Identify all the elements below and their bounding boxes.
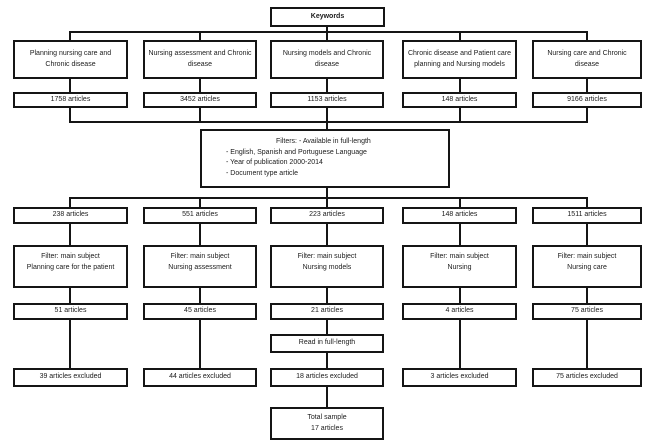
subject-filter-line: Nursing xyxy=(447,263,472,271)
initial-count-label: 9166 articles xyxy=(567,95,607,103)
initial-count-label: 3452 articles xyxy=(180,95,220,103)
keyword-box-1: Planning nursing care and Chronic diseas… xyxy=(13,40,128,79)
keyword-box-4: Chronic disease and Patient care plannin… xyxy=(402,40,517,79)
subject-filter-line: Nursing care xyxy=(567,263,607,271)
subject-count-box-5: 75 articles xyxy=(532,303,642,320)
initial-count-label: 1153 articles xyxy=(307,95,347,103)
subject-filter-line: Nursing assessment xyxy=(168,263,232,271)
subject-filter-box-1: Filter: main subject Planning care for t… xyxy=(13,245,128,288)
excluded-count-label: 3 articles excluded xyxy=(430,373,489,381)
filtered-count-box-5: 1511 articles xyxy=(532,207,642,224)
subject-filter-line: Filter: main subject xyxy=(430,253,489,260)
initial-count-box-4: 148 articles xyxy=(402,92,517,108)
filtered-count-label: 238 articles xyxy=(52,211,89,219)
excluded-box-1: 39 articles excluded xyxy=(13,368,128,387)
keyword-label: Chronic disease and Patient care plannin… xyxy=(407,50,512,68)
initial-count-label: 1758 articles xyxy=(50,95,91,103)
subject-count-label: 51 articles xyxy=(54,307,87,315)
excluded-count-label: 18 articles excluded xyxy=(296,373,358,381)
filters-box: Filters: - Available in full-length - En… xyxy=(200,129,450,188)
keyword-box-5: Nursing care and Chronic disease xyxy=(532,40,642,79)
filters-line: Filters: - Available in full-length xyxy=(276,138,371,145)
filtered-count-box-4: 148 articles xyxy=(402,207,517,224)
excluded-count-label: 39 articles excluded xyxy=(39,373,102,381)
subject-filter-line: Filter: main subject xyxy=(170,253,230,260)
initial-count-box-1: 1758 articles xyxy=(13,92,128,108)
subject-filter-box-3: Filter: main subject Nursing models xyxy=(270,245,384,288)
filtered-count-box-2: 551 articles xyxy=(143,207,257,224)
keyword-label: Nursing models and Chronic disease xyxy=(282,50,372,68)
read-full-length-box: Read in full-length xyxy=(270,334,384,353)
subject-filter-box-2: Filter: main subject Nursing assessment xyxy=(143,245,257,288)
subject-filter-line: Filter: main subject xyxy=(557,253,617,260)
keyword-label: Planning nursing care and Chronic diseas… xyxy=(29,50,112,68)
filters-line: - Year of publication 2000-2014 xyxy=(226,159,323,166)
subject-count-label: 45 articles xyxy=(184,307,216,315)
subject-filter-line: Filter: main subject xyxy=(297,253,357,260)
subject-count-box-3: 21 articles xyxy=(270,303,384,320)
read-full-length-label: Read in full-length xyxy=(298,339,356,347)
filters-line: - English, Spanish and Portuguese Langua… xyxy=(226,148,367,156)
subject-count-label: 21 articles xyxy=(311,307,343,315)
excluded-count-label: 44 articles excluded xyxy=(169,373,231,381)
initial-count-label: 148 articles xyxy=(441,95,478,103)
subject-count-box-2: 45 articles xyxy=(143,303,257,320)
subject-filter-box-4: Filter: main subject Nursing xyxy=(402,245,517,288)
subject-filter-line: Planning care for the patient xyxy=(26,263,115,271)
filtered-count-label: 148 articles xyxy=(441,211,478,219)
excluded-box-4: 3 articles excluded xyxy=(402,368,517,387)
subject-count-label: 4 articles xyxy=(445,307,474,315)
keyword-label: Nursing assessment and Chronic disease xyxy=(148,50,252,68)
total-sample-box: Total sample 17 articles xyxy=(270,407,384,440)
total-sample-line2: 17 articles xyxy=(311,424,343,432)
subject-filter-line: Filter: main subject xyxy=(41,253,100,260)
subject-count-box-4: 4 articles xyxy=(402,303,517,320)
keywords-box: Keywords xyxy=(270,7,385,27)
filtered-count-label: 1511 articles xyxy=(567,211,607,219)
excluded-box-3: 18 articles excluded xyxy=(270,368,384,387)
filtered-count-box-3: 223 articles xyxy=(270,207,384,224)
subject-count-label: 75 articles xyxy=(571,307,603,315)
initial-count-box-5: 9166 articles xyxy=(532,92,642,108)
keyword-box-2: Nursing assessment and Chronic disease xyxy=(143,40,257,79)
subject-filter-line: Nursing models xyxy=(302,263,352,271)
keywords-label: Keywords xyxy=(310,12,345,20)
filtered-count-label: 223 articles xyxy=(309,211,345,219)
initial-count-box-3: 1153 articles xyxy=(270,92,384,108)
excluded-box-2: 44 articles excluded xyxy=(143,368,257,387)
keyword-box-3: Nursing models and Chronic disease xyxy=(270,40,384,79)
excluded-count-label: 75 articles excluded xyxy=(556,373,618,381)
filters-line: - Document type article xyxy=(226,169,298,177)
filtered-count-box-1: 238 articles xyxy=(13,207,128,224)
keyword-label: Nursing care and Chronic disease xyxy=(547,50,627,68)
filtered-count-label: 551 articles xyxy=(182,211,218,219)
total-sample-line1: Total sample xyxy=(307,414,347,421)
excluded-box-5: 75 articles excluded xyxy=(532,368,642,387)
subject-filter-box-5: Filter: main subject Nursing care xyxy=(532,245,642,288)
initial-count-box-2: 3452 articles xyxy=(143,92,257,108)
subject-count-box-1: 51 articles xyxy=(13,303,128,320)
